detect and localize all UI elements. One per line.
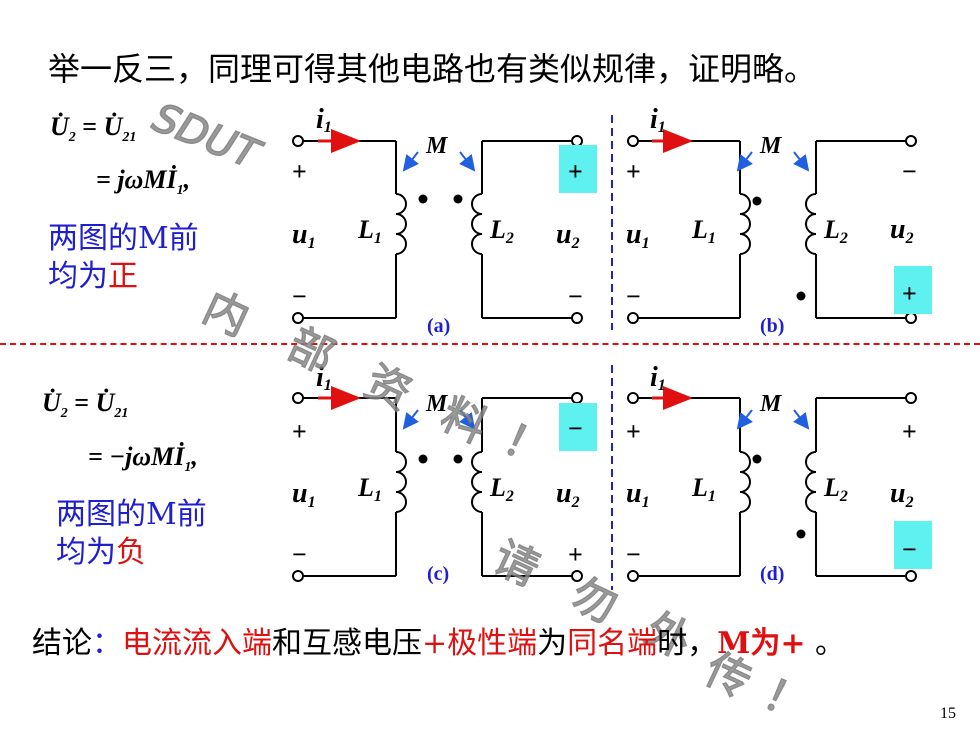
minus-sign: − <box>292 540 307 569</box>
L2-label: L2 <box>489 473 514 505</box>
minus-sign: − <box>292 282 307 311</box>
diagram-label-c: (c) <box>427 563 449 585</box>
bottom-equation-2: = −jωMİ1, <box>88 442 198 476</box>
u1-label: u1 <box>626 478 650 511</box>
conclusion: 结论：电流流入端和互感电压+极性端为同名端时，M为+ 。 <box>32 618 845 662</box>
top-note-line1: 两图的M前 <box>48 221 199 256</box>
mutual-label: M <box>759 133 783 159</box>
conclusion-polarity: +极性端 <box>422 626 538 661</box>
circuit-d <box>627 386 932 582</box>
watermark-char: 部 <box>280 319 341 384</box>
dot-marker <box>418 454 428 464</box>
L1-label: L1 <box>691 215 716 247</box>
dot-marker <box>752 196 762 206</box>
watermark-char: 资 <box>357 356 418 421</box>
current-label: i1 <box>316 362 332 394</box>
polarity-highlight <box>559 145 597 193</box>
diagram-label-d: (d) <box>760 563 784 585</box>
conclusion-end: 。 <box>805 626 846 661</box>
plus-sign: + <box>292 157 307 186</box>
dot-marker <box>453 194 463 204</box>
watermark-char: 请 <box>485 532 546 597</box>
conclusion-text: 和互感电压 <box>272 626 422 661</box>
dot-marker <box>752 454 762 464</box>
plus-sign: + <box>902 417 917 446</box>
current-label: i1 <box>650 104 666 136</box>
polarity-highlight <box>894 521 932 569</box>
top-equation-1: U̇2 = U̇21 <box>50 112 137 146</box>
conclusion-text: 为 <box>537 626 568 661</box>
conclusion-current-in: 电流流入端 <box>122 626 272 661</box>
plus-sign: + <box>626 417 641 446</box>
current-label: i1 <box>650 362 666 394</box>
current-label: i1 <box>316 104 332 136</box>
mutual-label: M <box>425 133 449 159</box>
top-note-line2: 均为正 <box>48 259 138 294</box>
L1-label: L1 <box>691 473 716 505</box>
u1-label: u1 <box>626 219 650 252</box>
conclusion-colon: ： <box>92 626 122 661</box>
u2-label: u2 <box>890 214 914 247</box>
minus-sign: − <box>568 282 583 311</box>
L2-label: L2 <box>823 215 848 247</box>
dot-marker <box>796 529 806 539</box>
bottom-note: 两图的M前 均为负 <box>56 496 207 572</box>
plus-sign: + <box>626 157 641 186</box>
L2-label: L2 <box>489 215 514 247</box>
horizontal-divider <box>0 343 980 345</box>
conclusion-m-positive: M为+ <box>717 626 806 661</box>
circuit-b <box>627 129 932 324</box>
page-number: 15 <box>940 705 956 722</box>
plus-sign: + <box>568 540 583 569</box>
top-equation-2: = jωMİ1, <box>96 165 191 199</box>
u1-label: u1 <box>292 219 316 252</box>
watermark-brand: SDUT <box>146 95 268 180</box>
dot-marker <box>453 454 463 464</box>
bottom-equation-1: U̇2 = U̇21 <box>42 388 129 422</box>
watermark-char: 内 <box>195 282 256 347</box>
plus-sign: + <box>292 417 307 446</box>
watermark-char: ！ <box>755 669 816 734</box>
minus-sign: − <box>626 282 641 311</box>
diagram-label-a: (a) <box>427 315 450 337</box>
top-note: 两图的M前 均为正 <box>48 220 199 296</box>
plus-sign: + <box>568 157 583 186</box>
u1-label: u1 <box>292 478 316 511</box>
bottom-note-line1: 两图的M前 <box>56 497 207 532</box>
minus-sign: − <box>902 535 917 564</box>
circuit-a <box>292 129 597 324</box>
L1-label: L1 <box>357 215 382 247</box>
plus-sign: + <box>902 279 917 308</box>
polarity-highlight <box>559 403 597 451</box>
minus-sign: − <box>626 540 641 569</box>
u2-label: u2 <box>556 478 580 511</box>
dot-marker <box>418 194 428 204</box>
conclusion-same-name: 同名端 <box>567 626 658 661</box>
minus-sign: − <box>568 414 583 443</box>
mutual-label: M <box>759 391 783 417</box>
diagram-label-b: (b) <box>760 315 784 337</box>
mutual-label: M <box>425 391 449 417</box>
u2-label: u2 <box>556 219 580 252</box>
slide-title: 举一反三，同理可得其他电路也有类似规律，证明略。 <box>48 50 817 88</box>
watermark-char: ！ <box>495 414 556 479</box>
conclusion-prefix: 结论 <box>32 626 92 661</box>
conclusion-text: 时， <box>657 626 718 661</box>
L2-label: L2 <box>823 473 848 505</box>
minus-sign: − <box>902 157 917 186</box>
bottom-note-line2: 均为负 <box>56 535 146 570</box>
u2-label: u2 <box>890 478 914 511</box>
polarity-highlight <box>894 266 932 314</box>
circuit-c <box>292 386 597 582</box>
dot-marker <box>796 291 806 301</box>
L1-label: L1 <box>357 473 382 505</box>
